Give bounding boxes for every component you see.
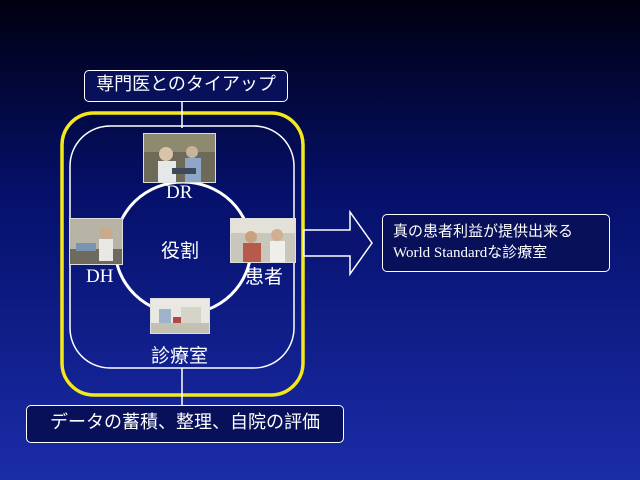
specialist-tieup-box: 専門医とのタイアップ xyxy=(84,70,288,102)
benefit-line-1: 真の患者利益が提供出来る xyxy=(393,222,574,240)
right-arrow-icon xyxy=(303,209,373,277)
clinic-label: 診療室 xyxy=(151,345,209,367)
data-evaluation-label: データの蓄積、整理、自院の評価 xyxy=(50,412,320,433)
dh-photo xyxy=(69,218,123,265)
dh-label: DH xyxy=(86,266,114,287)
benefit-line-2: World Standardな診療室 xyxy=(393,245,548,261)
center-role-label: 役割 xyxy=(161,240,200,262)
data-evaluation-box: データの蓄積、整理、自院の評価 xyxy=(26,405,344,443)
specialist-tieup-label: 専門医とのタイアップ xyxy=(96,74,276,95)
clinic-photo xyxy=(150,298,210,334)
benefit-box: 真の患者利益が提供出来る World Standardな診療室 xyxy=(382,214,610,272)
patient-photo xyxy=(230,218,296,263)
patient-label: 患者 xyxy=(245,266,284,288)
dr-photo xyxy=(143,133,216,183)
dr-label: DR xyxy=(166,182,193,203)
